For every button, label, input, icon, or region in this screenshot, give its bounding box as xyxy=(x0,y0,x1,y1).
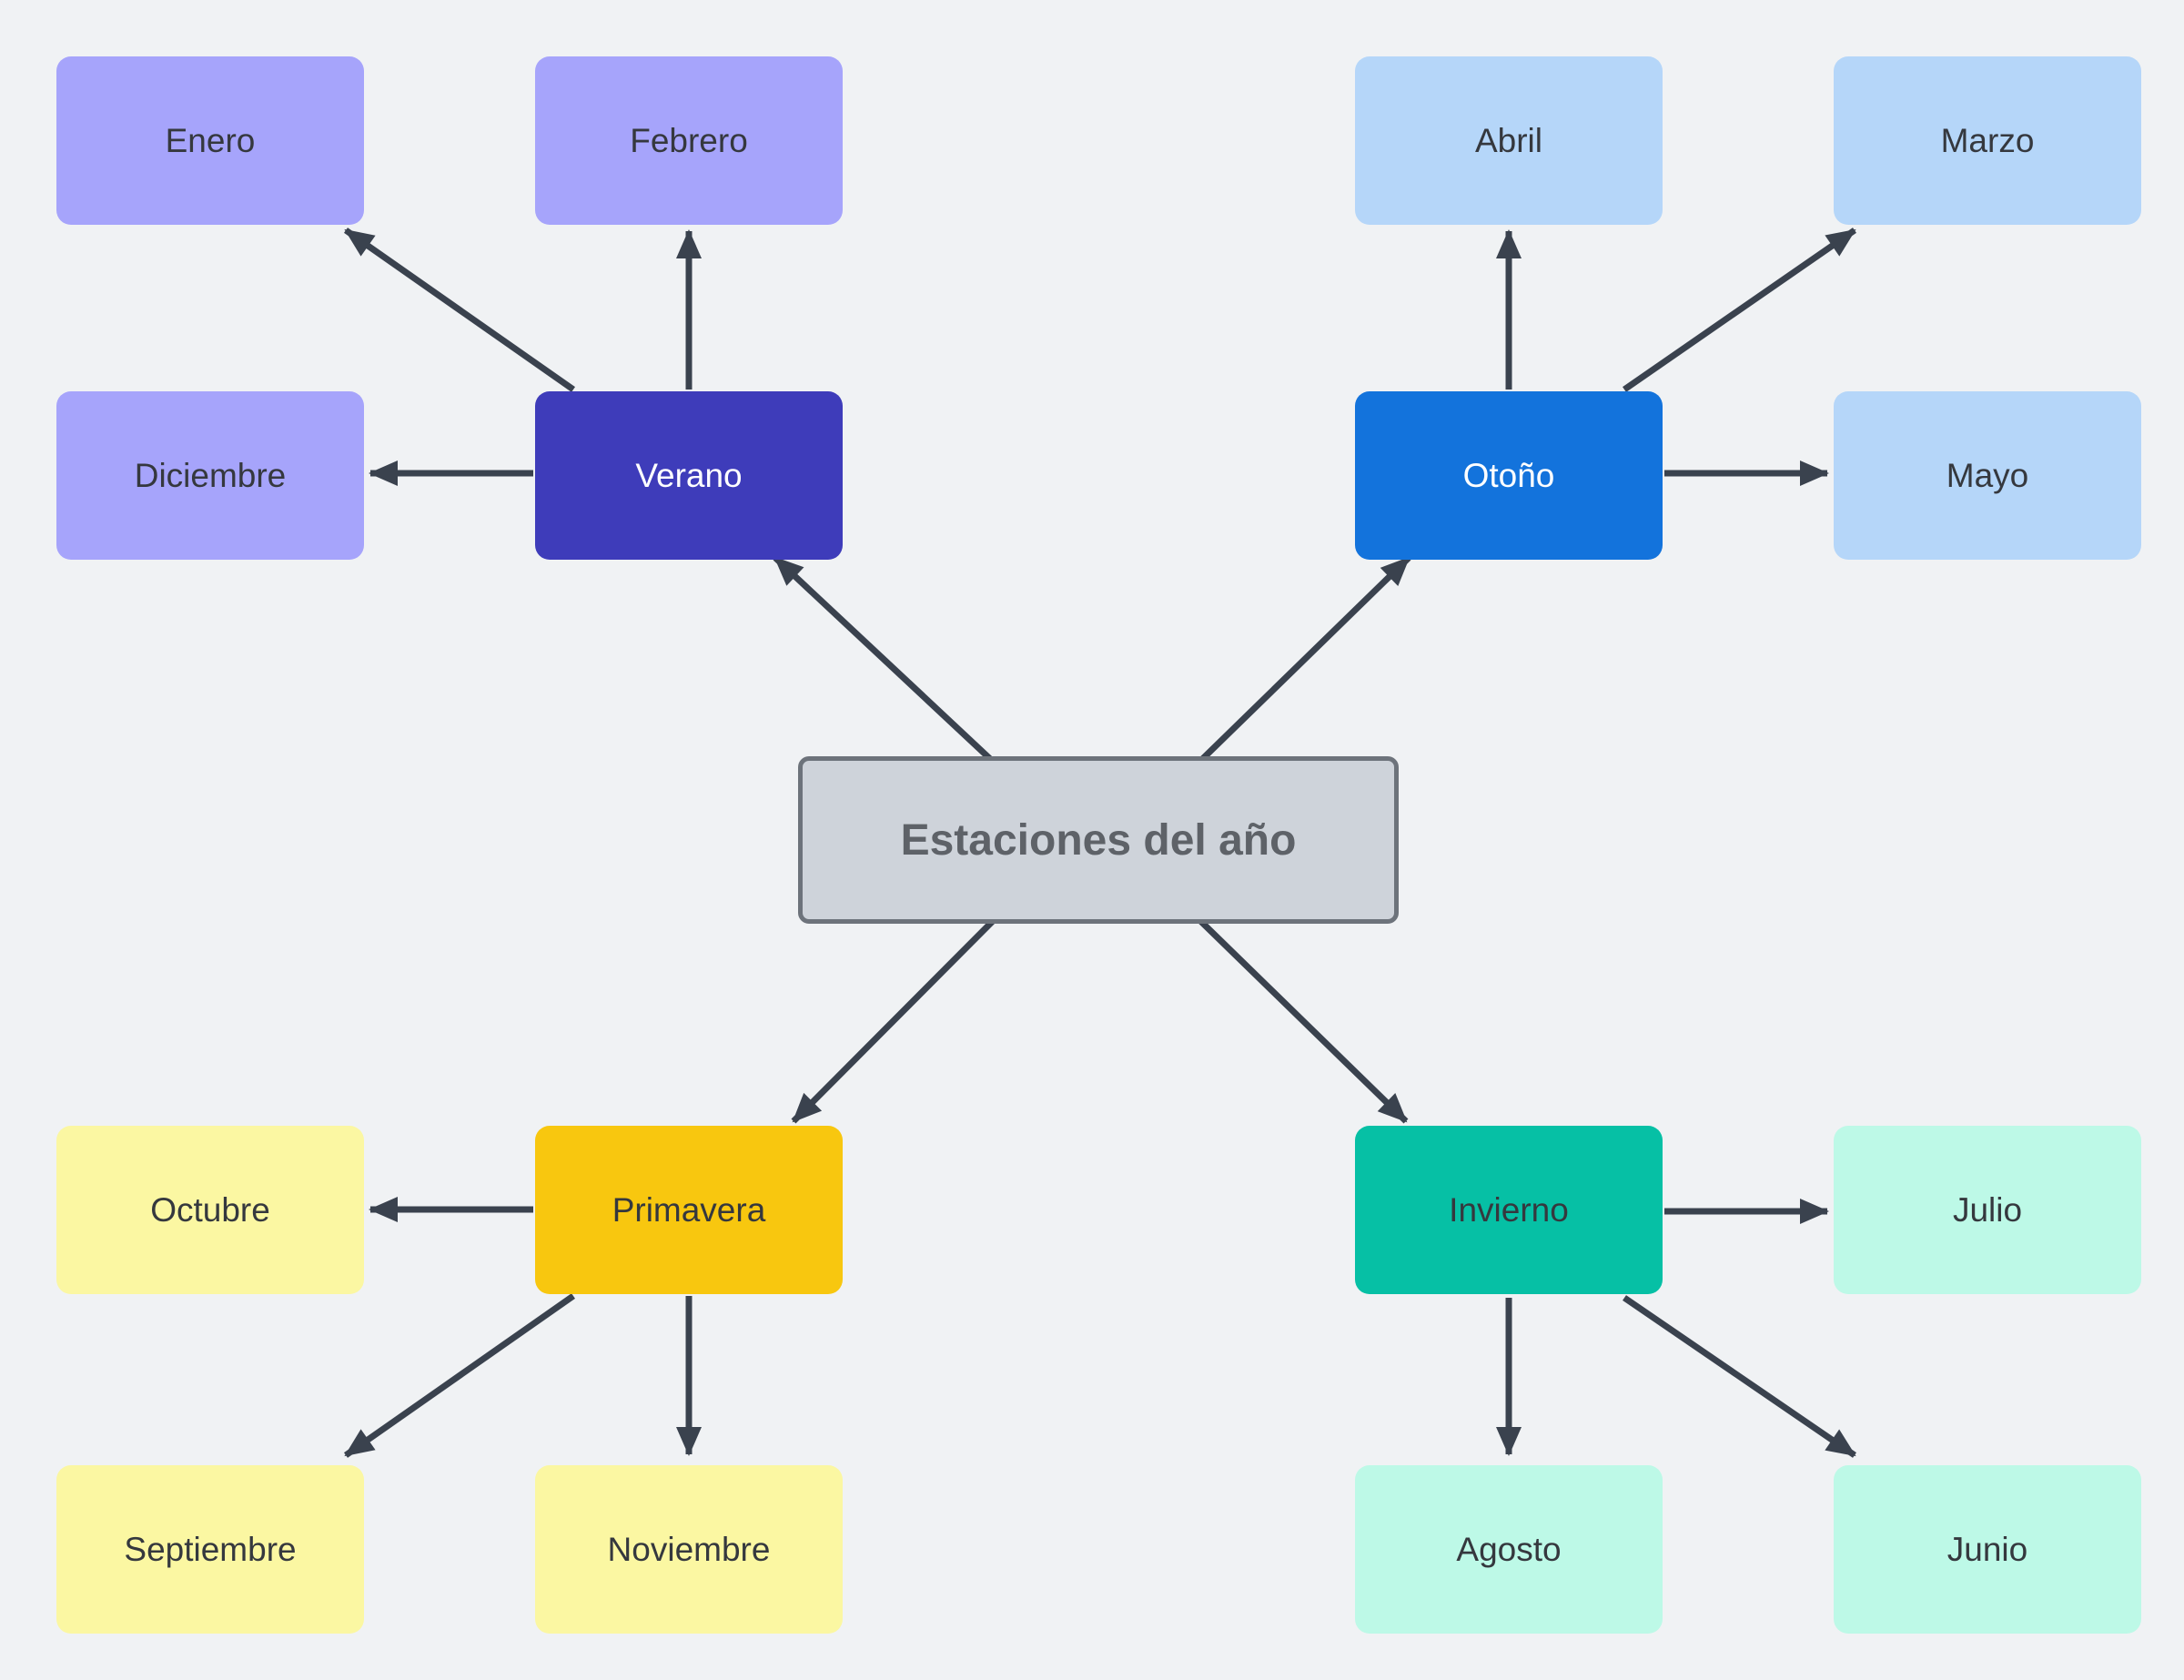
node-diciembre[interactable]: Diciembre xyxy=(56,391,364,560)
node-marzo[interactable]: Marzo xyxy=(1834,56,2141,225)
node-season-invierno[interactable]: Invierno xyxy=(1355,1126,1663,1294)
node-season-otono[interactable]: Otoño xyxy=(1355,391,1663,560)
node-mayo[interactable]: Mayo xyxy=(1834,391,2141,560)
node-junio[interactable]: Junio xyxy=(1834,1465,2141,1634)
edge-center-verano xyxy=(773,555,1004,772)
node-season-verano[interactable]: Verano xyxy=(535,391,843,560)
edge-otono-marzo xyxy=(1623,228,1856,392)
node-febrero[interactable]: Febrero xyxy=(535,56,843,225)
edge-center-primavera xyxy=(791,910,1004,1124)
edge-verano-enero xyxy=(343,228,576,392)
node-julio[interactable]: Julio xyxy=(1834,1126,2141,1294)
edge-center-otono xyxy=(1189,555,1411,772)
node-septiembre[interactable]: Septiembre xyxy=(56,1465,364,1634)
node-abril[interactable]: Abril xyxy=(1355,56,1663,225)
edge-invierno-junio xyxy=(1623,1295,1856,1458)
node-agosto[interactable]: Agosto xyxy=(1355,1465,1663,1634)
node-season-primavera[interactable]: Primavera xyxy=(535,1126,843,1294)
node-noviembre[interactable]: Noviembre xyxy=(535,1465,843,1634)
edge-primavera-septiembre xyxy=(343,1293,576,1458)
node-octubre[interactable]: Octubre xyxy=(56,1126,364,1294)
edge-center-invierno xyxy=(1189,910,1409,1124)
node-enero[interactable]: Enero xyxy=(56,56,364,225)
node-center-title[interactable]: Estaciones del año xyxy=(798,756,1399,924)
